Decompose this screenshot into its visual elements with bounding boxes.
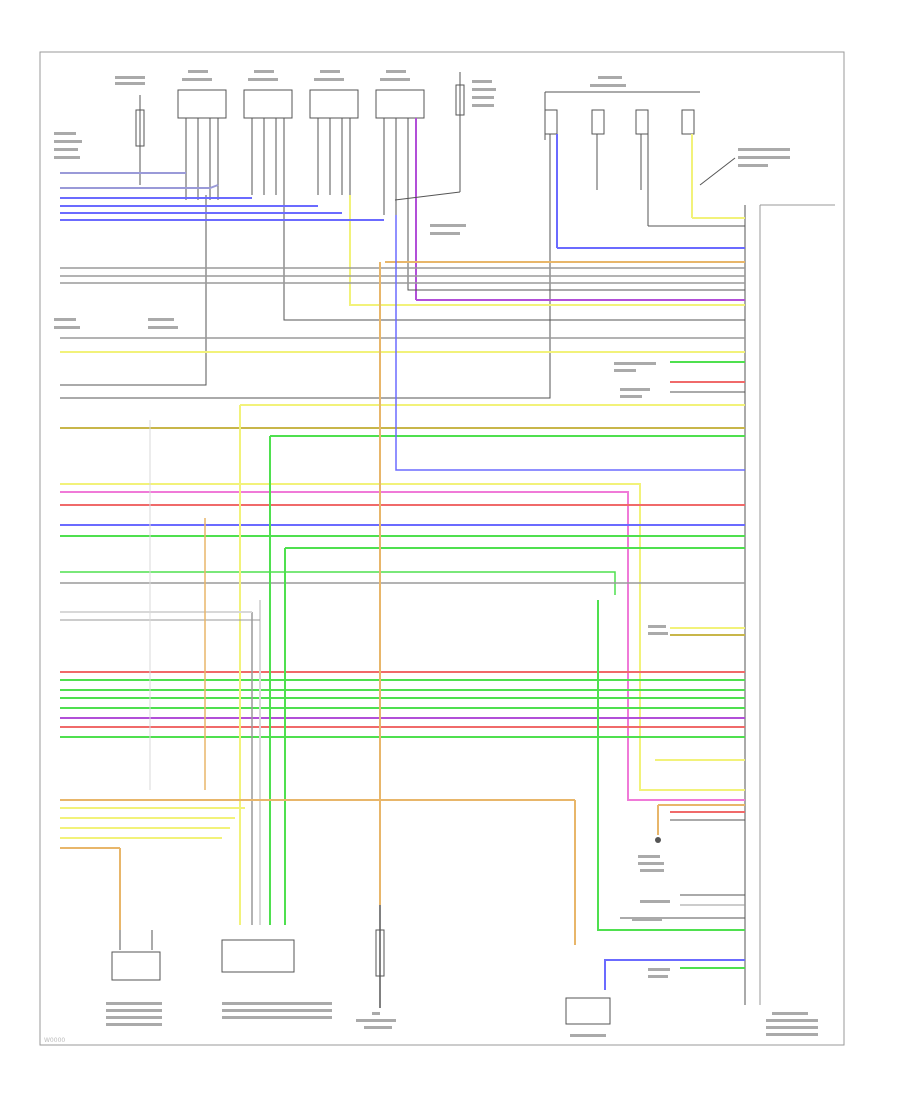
switch-block-2	[243, 89, 293, 195]
diagram-frame	[39, 51, 845, 1046]
blue-wire-bus	[60, 172, 384, 221]
switch-block-1	[177, 89, 227, 200]
engine-ground-connector	[655, 805, 661, 843]
ecm-horizontal-wires	[60, 215, 745, 990]
top-wires	[60, 195, 745, 399]
sensor-risers	[60, 262, 576, 945]
knock-sensor	[375, 905, 385, 1008]
throttle-position-sensor	[221, 939, 295, 973]
fuse-component	[394, 72, 465, 201]
label-marks	[54, 70, 818, 1037]
left-ground-component	[135, 95, 145, 185]
footer-code: W0000	[44, 1037, 65, 1044]
ac-thermistor	[565, 997, 611, 1025]
switch-block-3	[309, 89, 359, 195]
engine-coolant-temperature-sensor	[111, 930, 161, 981]
engine-control-module-connector	[744, 204, 835, 1005]
junction-block	[544, 91, 736, 250]
